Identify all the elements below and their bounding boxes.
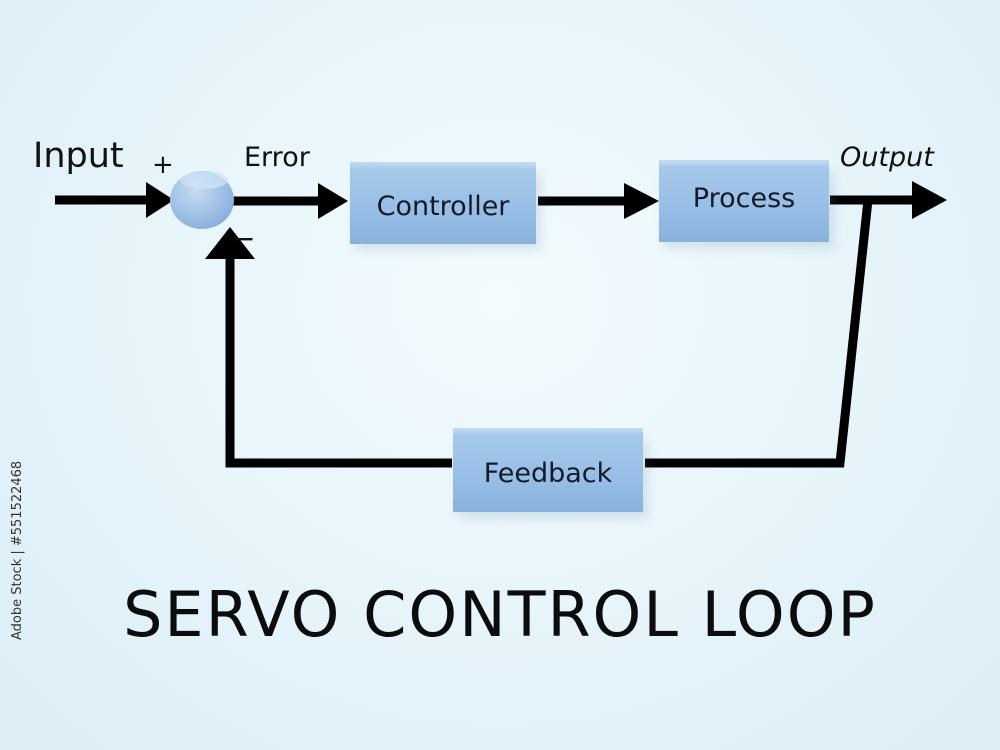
summing-junction-top — [180, 171, 228, 189]
page-title: SERVO CONTROL LOOP — [123, 578, 877, 651]
controller-block: Controller — [350, 162, 536, 244]
watermark-text: Adobe Stock | #551522468 — [10, 460, 25, 640]
process-block: Process — [659, 160, 829, 242]
plus-sign: + — [152, 150, 174, 180]
controller-label: Controller — [376, 190, 510, 222]
output-arrowhead — [912, 181, 947, 219]
error-label: Error — [244, 142, 310, 173]
process-arrowhead — [624, 183, 659, 219]
input-arrowhead — [146, 182, 174, 218]
minus-sign: − — [232, 222, 256, 255]
feedback-arrowhead — [205, 227, 255, 259]
output-label: Output — [840, 142, 934, 173]
input-label: Input — [33, 136, 124, 176]
error-arrowhead — [318, 183, 348, 219]
feedback-label: Feedback — [483, 457, 613, 489]
feedback-block: Feedback — [453, 428, 643, 512]
process-label: Process — [692, 182, 796, 214]
feedback-path-right — [645, 199, 873, 468]
feedback-path-left — [225, 256, 452, 468]
